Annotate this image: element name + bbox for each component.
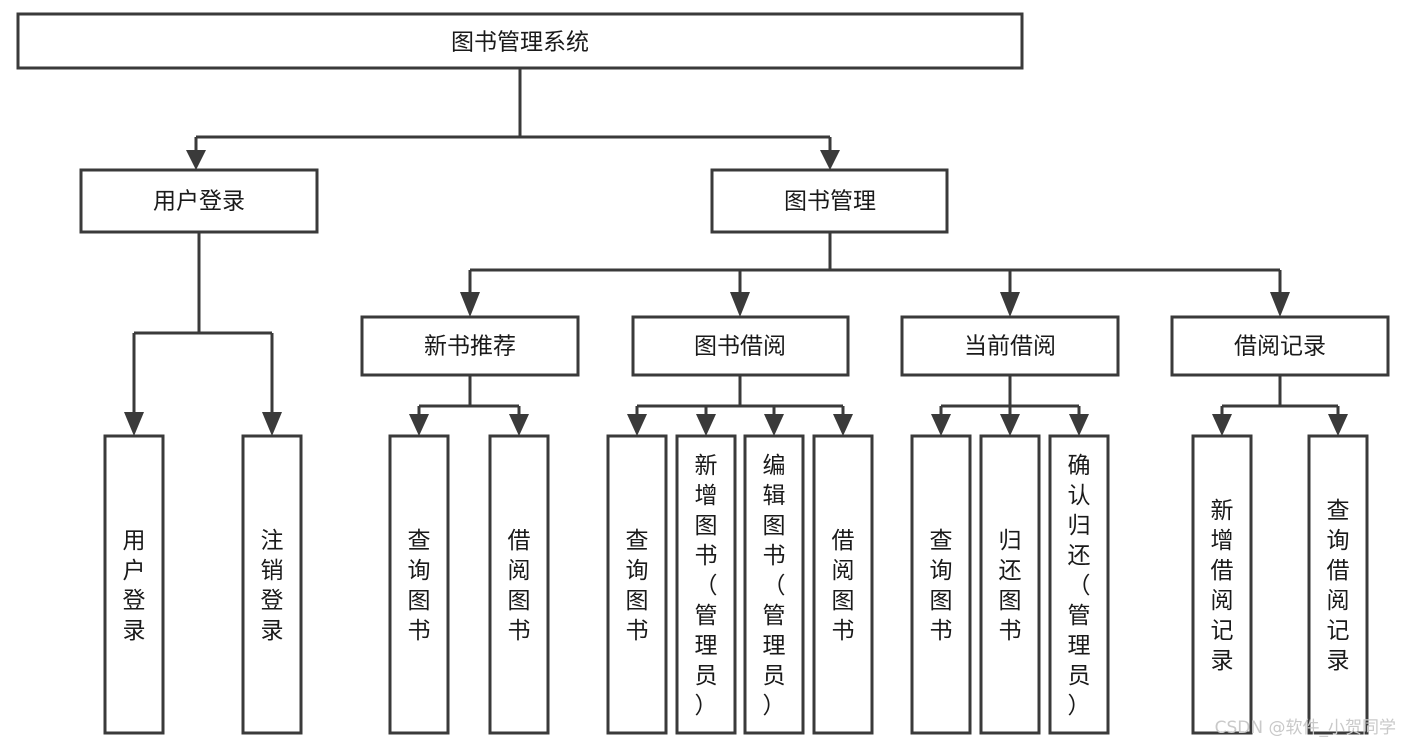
- node-leaf-borrow-book-1[interactable]: 借阅图书: [488, 434, 550, 735]
- node-leaf-user-login[interactable]: 用户登录: [103, 434, 165, 735]
- node-book-borrow[interactable]: 图书借阅: [631, 315, 850, 377]
- leaf-query-book-1-label: 查询图书: [408, 528, 431, 644]
- node-root[interactable]: 图书管理系统: [16, 12, 1024, 70]
- new-book-rec-label: 新书推荐: [424, 334, 516, 360]
- book-manage-box[interactable]: [710, 168, 949, 234]
- root-label: 图书管理系统: [451, 30, 589, 56]
- borrow-record-label: 借阅记录: [1234, 334, 1326, 360]
- leaf-query-book-1-box[interactable]: [388, 434, 450, 735]
- book-manage-label: 图书管理: [784, 189, 876, 215]
- arrow-leaf-add-record: [1212, 414, 1232, 436]
- arrow-leaf-query-record: [1328, 414, 1348, 436]
- leaf-edit-book-box[interactable]: [743, 434, 805, 735]
- node-book-manage[interactable]: 图书管理: [710, 168, 949, 234]
- node-borrow-record[interactable]: 借阅记录: [1170, 315, 1390, 377]
- arrow-leaf-query-book-3: [931, 414, 951, 436]
- node-leaf-add-book[interactable]: 新增图书（管理员）: [675, 434, 737, 735]
- current-borrow-box[interactable]: [900, 315, 1120, 377]
- leaf-edit-book-label: 编辑图书（管理员）: [763, 453, 786, 719]
- arrow-book-borrow: [730, 292, 750, 317]
- arrow-book-manage: [820, 150, 840, 170]
- arrow-current-borrow: [1000, 292, 1020, 317]
- arrow-leaf-borrow-book-1: [509, 414, 529, 436]
- leaf-query-book-2-box[interactable]: [606, 434, 668, 735]
- leaf-borrow-book-2-label: 借阅图书: [832, 528, 855, 644]
- user-login-label: 用户登录: [153, 189, 245, 215]
- arrow-leaf-add-book: [696, 414, 716, 436]
- leaf-add-record-box[interactable]: [1191, 434, 1253, 735]
- node-leaf-query-book-1[interactable]: 查询图书: [388, 434, 450, 735]
- node-current-borrow[interactable]: 当前借阅: [900, 315, 1120, 377]
- leaf-borrow-book-1-label: 借阅图书: [508, 528, 531, 644]
- current-borrow-label: 当前借阅: [964, 334, 1056, 360]
- leaf-query-book-3-box[interactable]: [910, 434, 972, 735]
- arrow-leaf-confirm-return: [1069, 414, 1089, 436]
- leaf-add-record-label: 新增借阅记录: [1211, 498, 1234, 674]
- leaf-return-book-box[interactable]: [979, 434, 1041, 735]
- connector-layer: [124, 68, 1348, 436]
- node-leaf-edit-book[interactable]: 编辑图书（管理员）: [743, 434, 805, 735]
- leaf-add-book-box[interactable]: [675, 434, 737, 735]
- arrow-leaf-logout: [262, 412, 282, 436]
- node-leaf-query-record[interactable]: 查询借阅记录: [1307, 434, 1369, 735]
- arrow-leaf-query-book-2: [627, 414, 647, 436]
- leaf-add-book-label: 新增图书（管理员）: [695, 453, 718, 719]
- arrow-leaf-user-login: [124, 412, 144, 436]
- arrow-user-login: [186, 150, 206, 170]
- node-new-book-rec[interactable]: 新书推荐: [360, 315, 580, 377]
- node-leaf-return-book[interactable]: 归还图书: [979, 434, 1041, 735]
- leaf-query-record-label: 查询借阅记录: [1327, 498, 1350, 674]
- leaf-borrow-book-2-box[interactable]: [812, 434, 874, 735]
- leaf-borrow-book-1-box[interactable]: [488, 434, 550, 735]
- arrow-leaf-return-book: [1000, 414, 1020, 436]
- arrow-leaf-query-book-1: [409, 414, 429, 436]
- user-login-box[interactable]: [79, 168, 319, 234]
- arrow-leaf-borrow-book-2: [833, 414, 853, 436]
- book-borrow-label: 图书借阅: [694, 334, 786, 360]
- borrow-record-box[interactable]: [1170, 315, 1390, 377]
- arrow-leaf-edit-book: [764, 414, 784, 436]
- leaf-confirm-return-box[interactable]: [1048, 434, 1110, 735]
- leaf-query-book-2-label: 查询图书: [626, 528, 649, 644]
- leaf-query-record-box[interactable]: [1307, 434, 1369, 735]
- arrow-new-book-rec: [460, 292, 480, 317]
- node-leaf-query-book-3[interactable]: 查询图书: [910, 434, 972, 735]
- leaf-confirm-return-label: 确认归还（管理员）: [1068, 453, 1091, 719]
- book-borrow-box[interactable]: [631, 315, 850, 377]
- node-leaf-query-book-2[interactable]: 查询图书: [606, 434, 668, 735]
- leaf-logout-box[interactable]: [241, 434, 303, 735]
- node-leaf-add-record[interactable]: 新增借阅记录: [1191, 434, 1253, 735]
- leaf-user-login-box[interactable]: [103, 434, 165, 735]
- node-leaf-logout[interactable]: 注销登录: [241, 434, 303, 735]
- leaf-logout-label: 注销登录: [261, 528, 284, 644]
- csdn-watermark: CSDN @软件_小贺同学: [1215, 718, 1396, 738]
- root-box[interactable]: [16, 12, 1024, 70]
- leaf-query-book-3-label: 查询图书: [930, 528, 953, 644]
- leaf-user-login-label: 用户登录: [123, 528, 146, 644]
- node-leaf-borrow-book-2[interactable]: 借阅图书: [812, 434, 874, 735]
- node-leaf-confirm-return[interactable]: 确认归还（管理员）: [1048, 434, 1110, 735]
- node-user-login[interactable]: 用户登录: [79, 168, 319, 234]
- new-book-rec-box[interactable]: [360, 315, 580, 377]
- arrow-borrow-record: [1270, 292, 1290, 317]
- leaf-return-book-label: 归还图书: [999, 528, 1022, 644]
